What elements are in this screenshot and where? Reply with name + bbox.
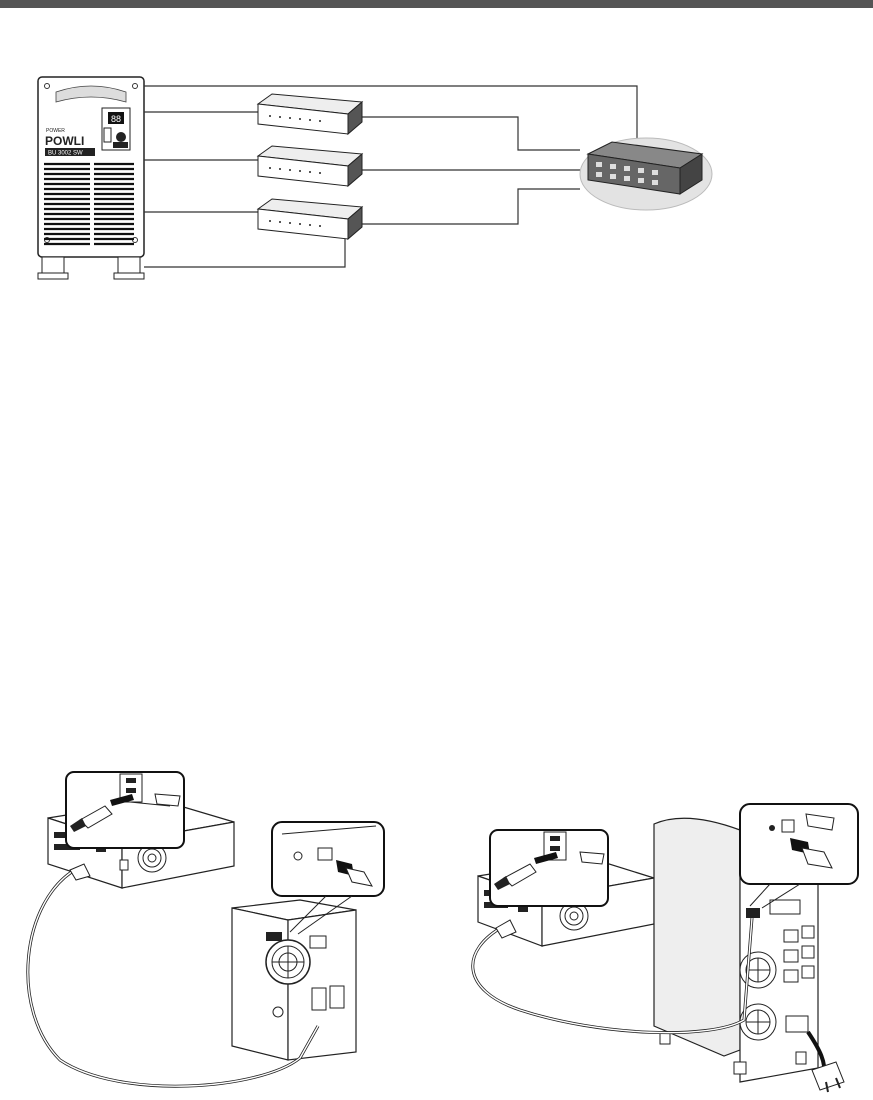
ups-model-tag: BU 3002 SW (48, 151, 83, 157)
ups-tower-icon: 88 POWER POWLI BU 3002 SW (38, 77, 144, 279)
network-device-icon (258, 146, 362, 186)
header-bar (0, 0, 873, 8)
usb-port-inset (490, 830, 608, 906)
usb-port-inset (66, 772, 184, 848)
tower-ups-usb-figure (0, 760, 420, 1095)
ups-display-digits: 88 (111, 114, 121, 124)
large-ups-usb-figure (440, 800, 873, 1095)
network-device-icon (258, 94, 362, 134)
cooling-fan-icon (746, 1010, 770, 1034)
network-cables (144, 86, 637, 267)
cooling-fan-icon (272, 946, 304, 978)
ups-tower-icon (232, 900, 356, 1060)
ups-model-name: POWLI (45, 134, 84, 148)
network-device-icon (258, 199, 362, 239)
network-connection-figure: 88 POWER POWLI BU 3002 SW (0, 62, 873, 302)
